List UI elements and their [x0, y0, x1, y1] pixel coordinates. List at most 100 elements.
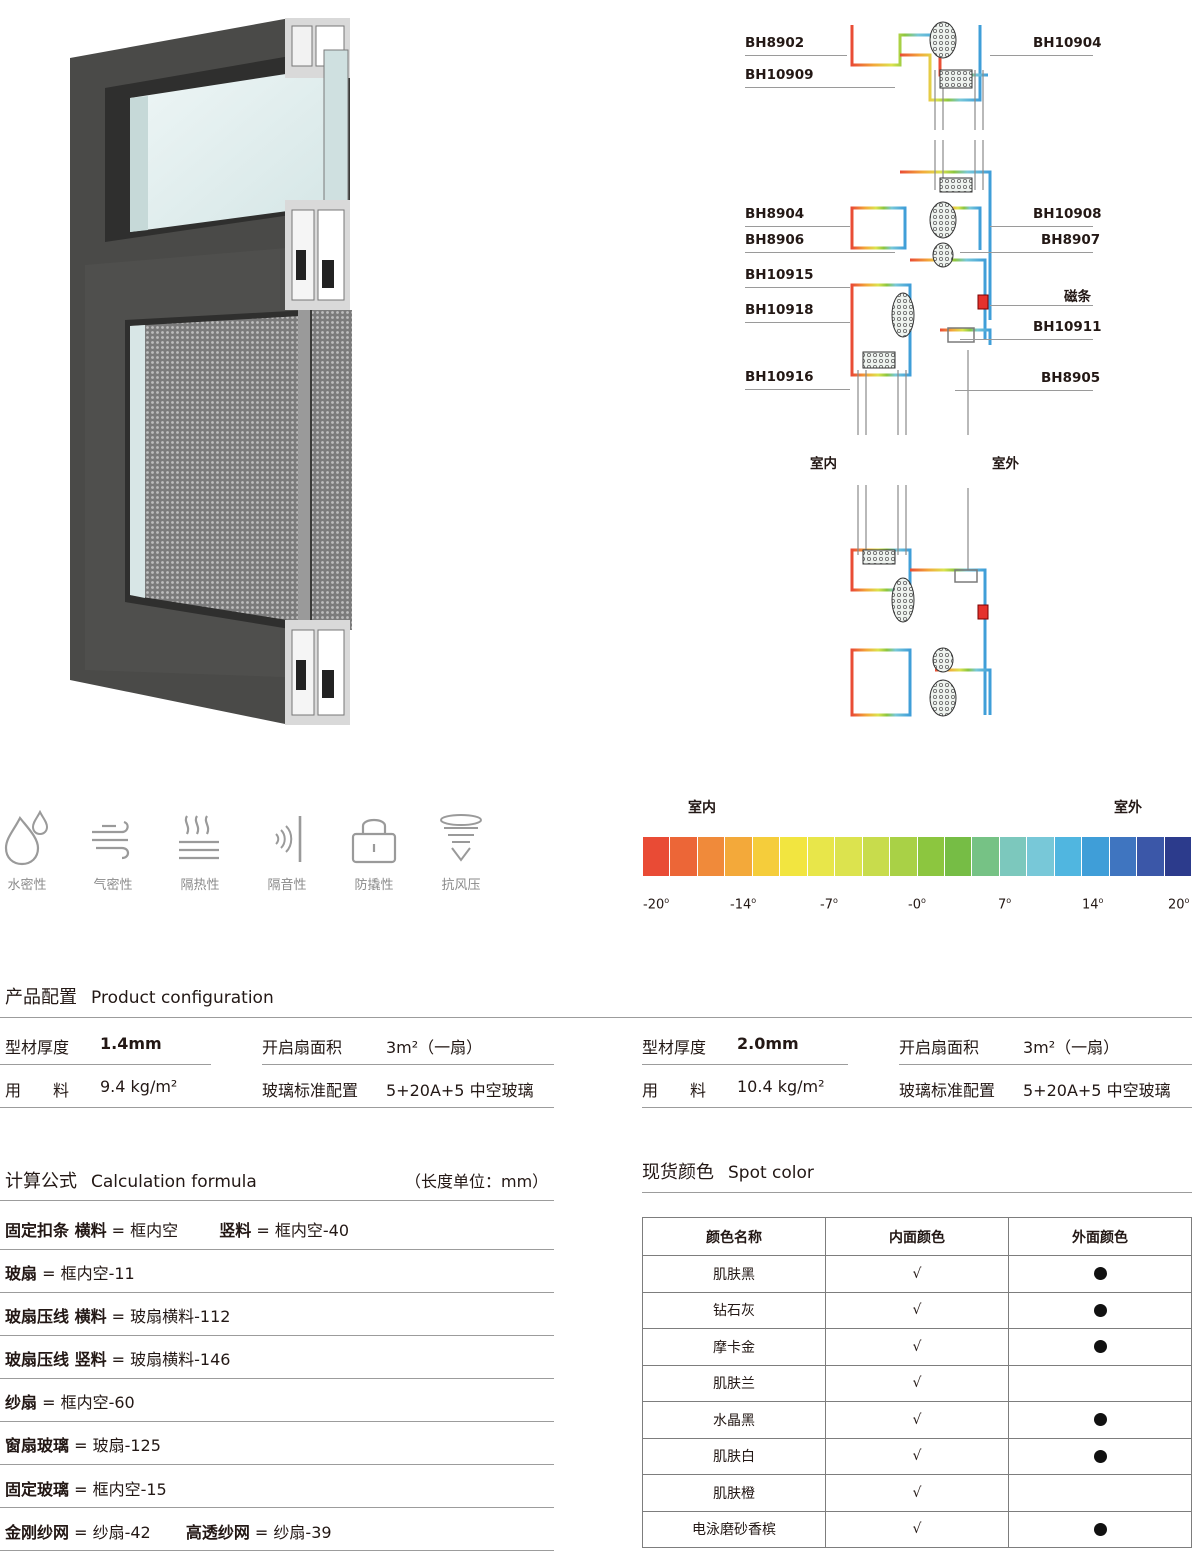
formula-row: 固定玻璃 = 框内空-15	[5, 1480, 167, 1499]
feature-label: 抗风压	[441, 878, 481, 893]
inner-color-cell: √	[825, 1401, 1009, 1439]
divider	[0, 1200, 554, 1201]
available-dot-icon	[1093, 1340, 1107, 1354]
divider	[642, 1064, 848, 1065]
leader-line	[745, 389, 850, 390]
inner-color-cell: √	[825, 1291, 1009, 1329]
feature-label: 隔热性	[180, 878, 220, 893]
table-row: 肌肤橙√	[642, 1474, 1192, 1512]
feature-label: 防撬性	[354, 878, 394, 893]
scale-color-cell	[944, 837, 973, 876]
leader-line	[990, 55, 1093, 56]
feature-wind-pressure: 抗风压	[426, 810, 496, 893]
formula-row: 纱扇 = 框内空-60	[5, 1393, 135, 1412]
material-value: 10.4 kg/m²	[737, 1077, 825, 1096]
leader-line	[745, 87, 895, 88]
divider	[0, 1550, 554, 1551]
leader-line	[745, 252, 895, 253]
heat-icon	[179, 815, 219, 860]
feature-air-tightness: 气密性	[78, 810, 148, 893]
outer-color-cell	[1008, 1328, 1192, 1366]
divider	[0, 1507, 554, 1508]
scale-color-cell	[1082, 837, 1110, 876]
table-row: 肌肤黑√	[642, 1255, 1192, 1293]
scale-color-cell	[780, 837, 808, 876]
scale-color-cell	[1109, 837, 1138, 876]
divider	[0, 1064, 211, 1065]
formula-row: 固定扣条 横料 = 框内空 竖料 = 框内空-40	[5, 1221, 349, 1240]
profile-label: BH10915	[745, 267, 814, 283]
scale-color-cell	[697, 837, 726, 876]
leader-line	[990, 305, 1093, 306]
leader-line	[955, 390, 1093, 391]
table-row: 肌肤白√	[642, 1437, 1192, 1475]
profile-label: BH10909	[745, 67, 814, 83]
divider	[0, 1017, 1192, 1018]
outer-color-cell	[1008, 1437, 1192, 1475]
column-header: 外面颜色	[1008, 1217, 1192, 1256]
leader-line	[745, 55, 847, 56]
outer-color-cell	[1008, 1364, 1192, 1402]
leader-line	[960, 339, 1093, 340]
scale-color-cell	[862, 837, 891, 876]
table-row: 摩卡金√	[642, 1328, 1192, 1366]
unit-note: （长度单位：mm）	[405, 1172, 549, 1191]
scale-color-cell	[643, 837, 671, 876]
leader-line	[990, 226, 1093, 227]
profile-label: BH8902	[745, 35, 805, 51]
scale-color-cell	[1164, 837, 1192, 876]
feature-label: 隔音性	[267, 878, 307, 893]
sash-area-value: 3m²（一扇）	[1023, 1038, 1120, 1057]
inner-color-cell: √	[825, 1328, 1009, 1366]
scale-tick: 14o	[1082, 896, 1104, 913]
thickness-value: 2.0mm	[737, 1034, 799, 1053]
formula-row: 金刚纱网 = 纱扇-42 高透纱网 = 纱扇-39	[5, 1523, 332, 1542]
scale-tick: -14o	[730, 896, 757, 913]
scale-tick: -20o	[643, 896, 670, 913]
formula-row: 窗扇玻璃 = 玻扇-125	[5, 1436, 161, 1455]
divider	[0, 1249, 554, 1250]
divider	[642, 1192, 1192, 1193]
formula-row: 玻扇 = 框内空-11	[5, 1264, 135, 1283]
outer-color-cell	[1008, 1291, 1192, 1329]
inner-color-cell: √	[825, 1510, 1009, 1548]
scale-color-cell	[1054, 837, 1083, 876]
scale-color-cell	[972, 837, 1000, 876]
profile-label: BH8904	[745, 206, 805, 222]
scale-color-cell	[807, 837, 836, 876]
table-row: 肌肤兰√	[642, 1364, 1192, 1402]
column-header: 颜色名称	[642, 1217, 826, 1256]
sound-icon	[275, 816, 302, 862]
profile-label: BH8905	[1041, 370, 1101, 386]
spot-color-table: 颜色名称 内面颜色 外面颜色 肌肤黑√钻石灰√摩卡金√肌肤兰√水晶黑√肌肤白√肌…	[642, 1217, 1192, 1548]
scale-indoor-label: 室内	[688, 800, 716, 816]
inner-color-cell: √	[825, 1474, 1009, 1512]
feature-label: 气密性	[93, 878, 133, 893]
available-dot-icon	[1093, 1522, 1107, 1536]
scale-color-cell	[999, 837, 1028, 876]
color-name-cell: 钻石灰	[642, 1291, 826, 1329]
scale-tick: -0o	[908, 896, 926, 913]
sash-area-value: 3m²（一扇）	[386, 1038, 483, 1057]
color-name-cell: 水晶黑	[642, 1401, 826, 1439]
lock-icon	[351, 818, 397, 864]
color-name-cell: 电泳磨砂香槟	[642, 1510, 826, 1548]
glass-config-value: 5+20A+5 中空玻璃	[1023, 1081, 1171, 1100]
color-name-cell: 肌肤橙	[642, 1474, 826, 1512]
water-drop-icon	[4, 810, 49, 866]
scale-color-cell	[1137, 837, 1165, 876]
window-product-illustration	[70, 18, 352, 725]
scale-outdoor-label: 室外	[1114, 800, 1142, 816]
formula-row: 玻扇压线 横料 = 玻扇横料-112	[5, 1307, 231, 1326]
column-header: 内面颜色	[825, 1217, 1009, 1256]
available-dot-icon	[1093, 1303, 1107, 1317]
leader-line	[745, 287, 850, 288]
scale-color-cell	[835, 837, 863, 876]
thickness-label: 型材厚度	[5, 1038, 70, 1057]
profile-cross-section-drawing	[850, 21, 992, 717]
profile-label: BH8906	[745, 232, 805, 248]
thickness-value: 1.4mm	[100, 1034, 162, 1053]
